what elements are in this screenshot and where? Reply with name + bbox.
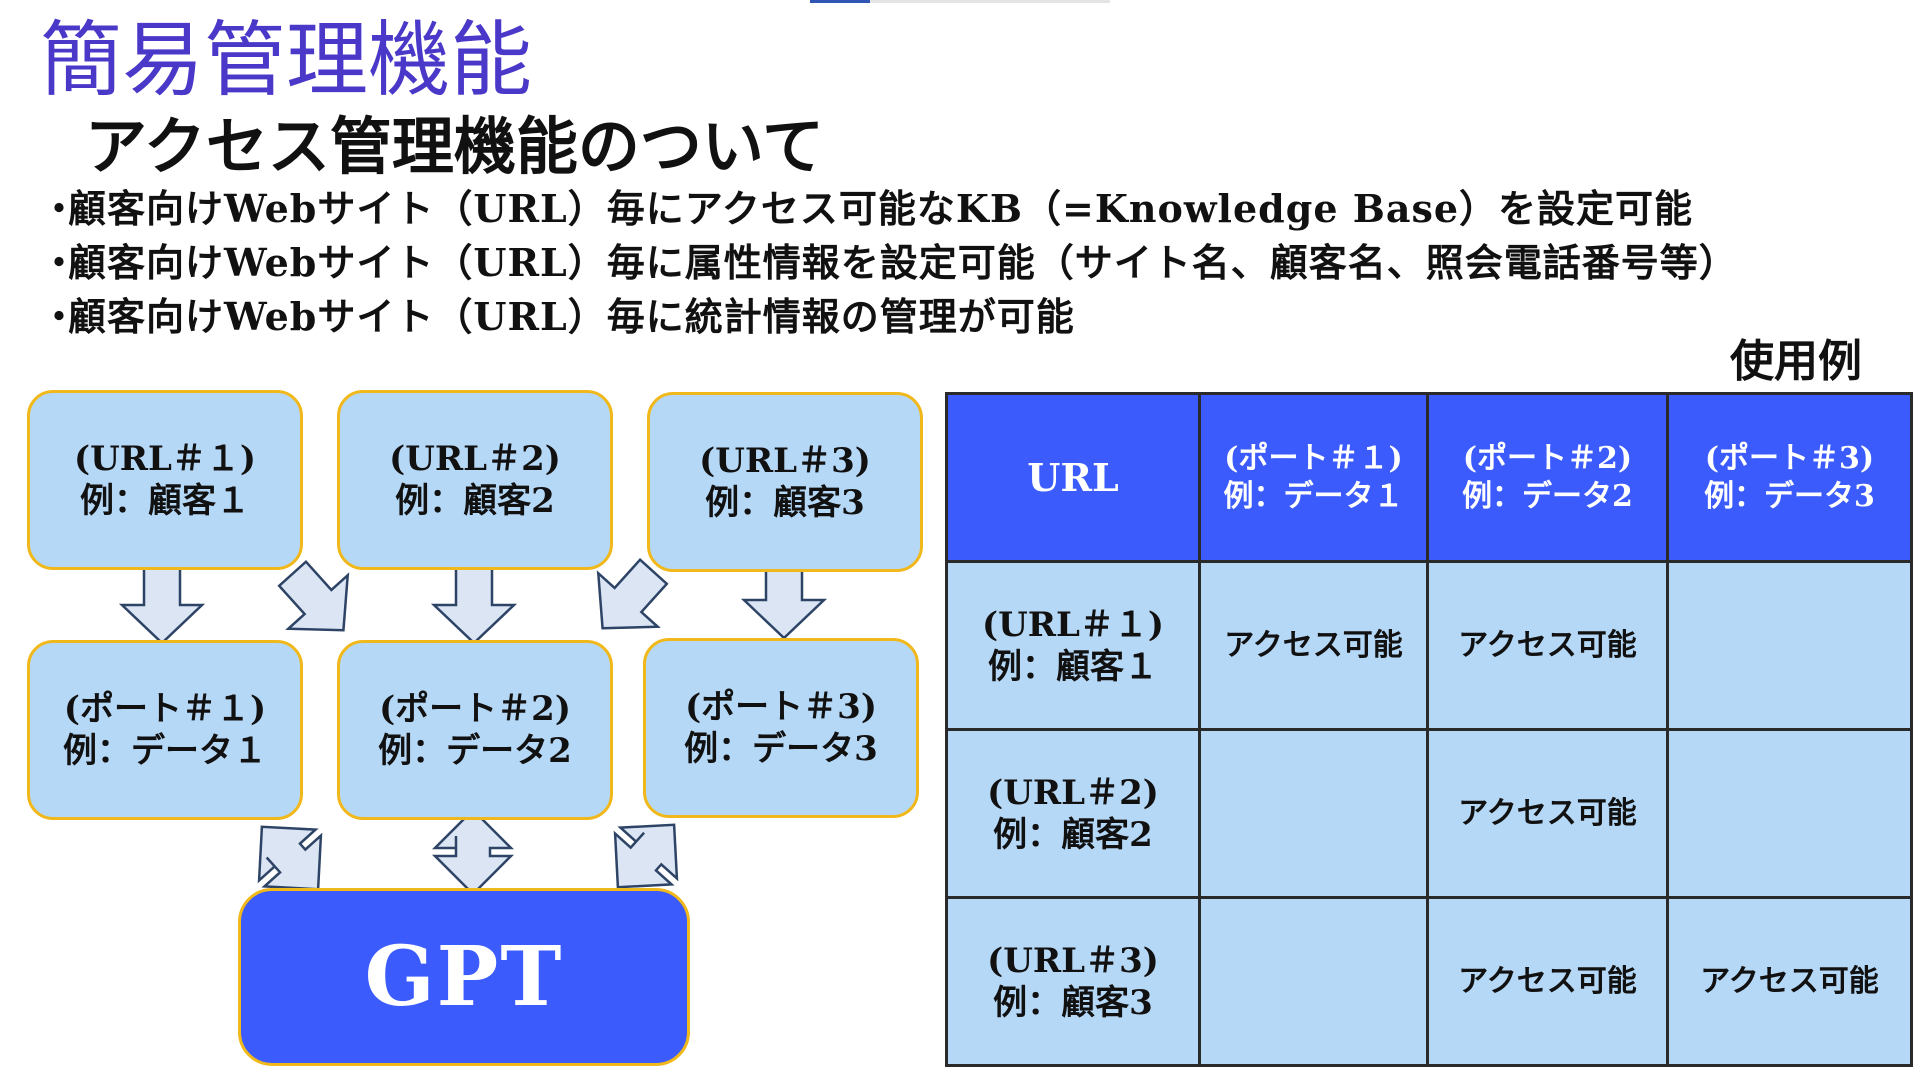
arrow-url2-to-port2 xyxy=(432,565,516,645)
page-subtitle: アクセス管理機能のついて xyxy=(85,110,825,183)
table-cell xyxy=(1666,560,1913,731)
feature-bullet-list: ・顧客向けWebサイト（URL）毎にアクセス可能なKB（=Knowledge B… xyxy=(40,182,1920,344)
access-table: URL (ポート＃１)例：データ１ (ポート＃2)例：データ2 (ポート＃3)例… xyxy=(945,392,1913,1067)
top-decoration-accent xyxy=(810,0,870,3)
url-node-example: 例：顧客3 xyxy=(705,483,865,523)
table-cell xyxy=(1198,728,1429,899)
example-label: 使用例 xyxy=(1730,336,1862,387)
top-decoration-bar xyxy=(810,0,1110,3)
port-node-label: (ポート＃2) xyxy=(379,689,571,729)
column-header-example: 例：データ3 xyxy=(1704,478,1875,514)
row-header-label: (URL＃3) xyxy=(987,940,1159,981)
bullet-text: 顧客向けWebサイト（URL）毎にアクセス可能なKB（=Knowledge Ba… xyxy=(68,186,1694,231)
page-title: 簡易管理機能 xyxy=(40,13,533,108)
table-corner-header: URL xyxy=(945,392,1201,563)
arrow-port2-gpt xyxy=(433,808,513,896)
url-node-1: (URL＃１) 例：顧客１ xyxy=(27,390,303,570)
url-node-example: 例：顧客2 xyxy=(395,481,555,521)
table-cell xyxy=(1666,728,1913,899)
port-node-example: 例：データ2 xyxy=(378,731,572,771)
bullet-item: ・顧客向けWebサイト（URL）毎に属性情報を設定可能（サイト名、顧客名、照会電… xyxy=(40,236,1920,290)
port-node-example: 例：データ3 xyxy=(684,729,878,769)
bullet-text: 顧客向けWebサイト（URL）毎に属性情報を設定可能（サイト名、顧客名、照会電話… xyxy=(68,240,1738,285)
bullet-item: ・顧客向けWebサイト（URL）毎にアクセス可能なKB（=Knowledge B… xyxy=(40,182,1920,236)
table-row-header: (URL＃3)例：顧客3 xyxy=(945,896,1201,1067)
table-cell: アクセス可能 xyxy=(1426,896,1669,1067)
port-node-3: (ポート＃3) 例：データ3 xyxy=(643,638,919,818)
table-row: (URL＃１)例：顧客１ アクセス可能 アクセス可能 xyxy=(945,560,1913,731)
table-row: (URL＃2)例：顧客2 アクセス可能 xyxy=(945,728,1913,899)
column-header-example: 例：データ１ xyxy=(1223,478,1404,514)
table-header-row: URL (ポート＃１)例：データ１ (ポート＃2)例：データ2 (ポート＃3)例… xyxy=(945,392,1913,563)
port-node-label: (ポート＃１) xyxy=(63,689,267,729)
column-header-example: 例：データ2 xyxy=(1462,478,1633,514)
table-column-header: (ポート＃3)例：データ3 xyxy=(1666,392,1913,563)
arrow-url1-to-port1 xyxy=(120,565,204,645)
column-header-label: (ポート＃2) xyxy=(1462,440,1633,476)
table-cell xyxy=(1198,896,1429,1067)
url-node-label: (URL＃3) xyxy=(699,441,871,481)
port-node-example: 例：データ１ xyxy=(63,731,267,771)
table-cell: アクセス可能 xyxy=(1426,560,1669,731)
row-header-label: (URL＃１) xyxy=(982,604,1164,645)
url-node-3: (URL＃3) 例：顧客3 xyxy=(647,392,923,572)
url-node-example: 例：顧客１ xyxy=(80,481,250,521)
table-row-header: (URL＃2)例：顧客2 xyxy=(945,728,1201,899)
table-row: (URL＃3)例：顧客3 アクセス可能 アクセス可能 xyxy=(945,896,1913,1067)
bullet-item: ・顧客向けWebサイト（URL）毎に統計情報の管理が可能 xyxy=(40,290,1920,344)
table-row-header: (URL＃１)例：顧客１ xyxy=(945,560,1201,731)
column-header-label: (ポート＃１) xyxy=(1224,440,1403,476)
port-node-2: (ポート＃2) 例：データ2 xyxy=(337,640,613,820)
url-node-label: (URL＃１) xyxy=(74,439,256,479)
bullet-text: 顧客向けWebサイト（URL）毎に統計情報の管理が可能 xyxy=(68,294,1075,339)
table-column-header: (ポート＃１)例：データ１ xyxy=(1198,392,1429,563)
table-cell: アクセス可能 xyxy=(1198,560,1429,731)
gpt-node: GPT xyxy=(238,888,690,1066)
port-node-1: (ポート＃１) 例：データ１ xyxy=(27,640,303,820)
table-cell: アクセス可能 xyxy=(1426,728,1669,899)
row-header-example: 例：顧客2 xyxy=(993,814,1153,855)
row-header-example: 例：顧客１ xyxy=(988,646,1158,687)
row-header-label: (URL＃2) xyxy=(987,772,1159,813)
url-node-label: (URL＃2) xyxy=(389,439,561,479)
table-cell: アクセス可能 xyxy=(1666,896,1913,1067)
row-header-example: 例：顧客3 xyxy=(993,982,1153,1023)
table-column-header: (ポート＃2)例：データ2 xyxy=(1426,392,1669,563)
arrow-url3-to-port3 xyxy=(742,560,826,640)
port-node-label: (ポート＃3) xyxy=(685,687,877,727)
column-header-label: (ポート＃3) xyxy=(1704,440,1875,476)
url-node-2: (URL＃2) 例：顧客2 xyxy=(337,390,613,570)
